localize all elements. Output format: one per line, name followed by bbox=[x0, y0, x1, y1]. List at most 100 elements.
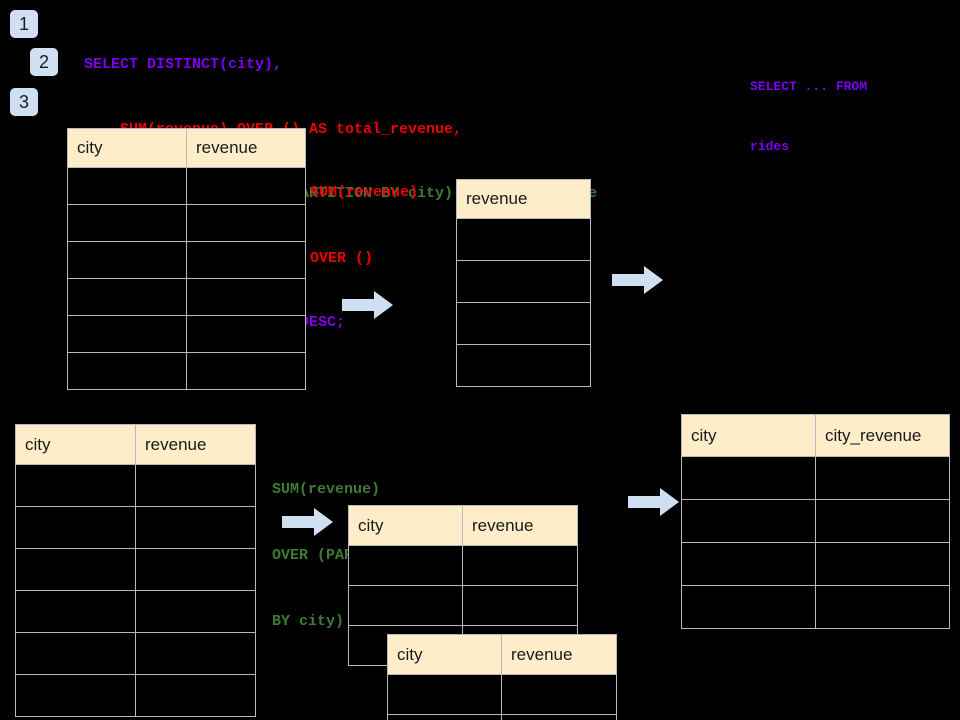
cell-revenue bbox=[501, 674, 617, 715]
cell-revenue bbox=[135, 590, 256, 633]
table-header-row: city revenue bbox=[348, 505, 578, 546]
cell-revenue bbox=[135, 632, 256, 675]
table-row bbox=[681, 456, 950, 500]
table-row bbox=[15, 506, 256, 549]
table-row bbox=[681, 499, 950, 543]
cell-revenue bbox=[501, 714, 617, 720]
cell-revenue bbox=[462, 545, 578, 586]
cell-revenue bbox=[186, 241, 306, 279]
cell-city bbox=[67, 352, 187, 390]
cell-city bbox=[15, 674, 136, 717]
cell-city bbox=[15, 506, 136, 549]
cell-revenue bbox=[135, 464, 256, 507]
annotation-over-empty-line-2: OVER () bbox=[310, 250, 374, 267]
column-header-revenue: revenue bbox=[462, 505, 578, 546]
column-header-city: city bbox=[387, 634, 502, 675]
table-row bbox=[348, 585, 578, 626]
sql-line-select: SELECT DISTINCT(city), bbox=[84, 56, 283, 73]
table-header-row: revenue bbox=[456, 179, 591, 219]
step-badge-2-label: 2 bbox=[38, 52, 49, 72]
side-note-line-1: SELECT ... FROM bbox=[750, 79, 868, 94]
table-row bbox=[456, 302, 591, 345]
cell-revenue bbox=[456, 260, 591, 303]
cell-city bbox=[67, 167, 187, 205]
table-row bbox=[456, 218, 591, 261]
table-row bbox=[67, 278, 306, 316]
cell-revenue bbox=[135, 506, 256, 549]
cell-city-revenue bbox=[815, 585, 950, 629]
cell-city bbox=[681, 499, 816, 543]
arrow-source-to-total-icon bbox=[342, 291, 393, 319]
table-total-revenue: revenue bbox=[456, 179, 591, 387]
table-row bbox=[387, 714, 617, 720]
table-header-row: city revenue bbox=[67, 128, 306, 168]
column-header-city: city bbox=[15, 424, 136, 465]
table-row bbox=[67, 204, 306, 242]
cell-revenue bbox=[456, 218, 591, 261]
table-rides-source-bottom: city revenue bbox=[15, 424, 256, 717]
cell-revenue bbox=[462, 585, 578, 626]
cell-city bbox=[387, 714, 502, 720]
table-body bbox=[387, 674, 617, 720]
table-row bbox=[681, 542, 950, 586]
cell-revenue bbox=[186, 167, 306, 205]
table-row bbox=[15, 590, 256, 633]
table-row bbox=[67, 167, 306, 205]
table-header-row: city city_revenue bbox=[681, 414, 950, 457]
side-note-line-2: rides bbox=[750, 139, 790, 154]
table-header-row: city revenue bbox=[15, 424, 256, 465]
table-row bbox=[681, 585, 950, 629]
cell-revenue bbox=[186, 315, 306, 353]
step-badge-2: 2 bbox=[30, 48, 58, 76]
table-row bbox=[456, 260, 591, 303]
table-row bbox=[67, 352, 306, 390]
side-note-select-from: SELECT ... FROM rides bbox=[750, 37, 867, 197]
column-header-revenue: revenue bbox=[135, 424, 256, 465]
column-header-revenue: revenue bbox=[501, 634, 617, 675]
cell-city bbox=[387, 674, 502, 715]
step-badge-3-label: 3 bbox=[18, 92, 29, 112]
cell-city-revenue bbox=[815, 499, 950, 543]
table-header-row: city revenue bbox=[387, 634, 617, 675]
cell-revenue bbox=[456, 344, 591, 387]
cell-city bbox=[15, 464, 136, 507]
table-body bbox=[67, 167, 306, 390]
table-row bbox=[67, 315, 306, 353]
annotation-over-empty: SUM(revenue) OVER () bbox=[310, 138, 418, 314]
arrow-partition-to-result-icon bbox=[628, 488, 679, 516]
cell-city bbox=[681, 542, 816, 586]
annotation-partition-line-3: BY city) bbox=[272, 613, 345, 630]
table-row bbox=[15, 674, 256, 717]
table-row bbox=[387, 674, 617, 715]
cell-city bbox=[15, 632, 136, 675]
step-badge-3: 3 bbox=[10, 88, 38, 116]
cell-revenue bbox=[135, 548, 256, 591]
annotation-partition-line-1: SUM(revenue) bbox=[272, 481, 381, 498]
cell-city bbox=[348, 585, 463, 626]
column-header-city: city bbox=[348, 505, 463, 546]
cell-city bbox=[67, 204, 187, 242]
column-header-city: city bbox=[681, 414, 816, 457]
cell-revenue bbox=[186, 278, 306, 316]
step-badge-1: 1 bbox=[10, 10, 38, 38]
table-body bbox=[15, 464, 256, 717]
arrow-total-to-result-icon bbox=[612, 266, 663, 294]
table-body bbox=[456, 218, 591, 387]
cell-city bbox=[681, 585, 816, 629]
column-header-revenue: revenue bbox=[186, 128, 306, 168]
cell-city bbox=[67, 315, 187, 353]
column-header-city-revenue: city_revenue bbox=[815, 414, 950, 457]
cell-city bbox=[15, 590, 136, 633]
table-row bbox=[348, 545, 578, 586]
table-rides-source-top: city revenue bbox=[67, 128, 306, 390]
table-body bbox=[681, 456, 950, 629]
table-row bbox=[15, 548, 256, 591]
cell-city bbox=[681, 456, 816, 500]
column-header-revenue: revenue bbox=[456, 179, 591, 219]
cell-city-revenue bbox=[815, 456, 950, 500]
cell-city bbox=[348, 545, 463, 586]
cell-city-revenue bbox=[815, 542, 950, 586]
table-row bbox=[67, 241, 306, 279]
cell-revenue bbox=[456, 302, 591, 345]
